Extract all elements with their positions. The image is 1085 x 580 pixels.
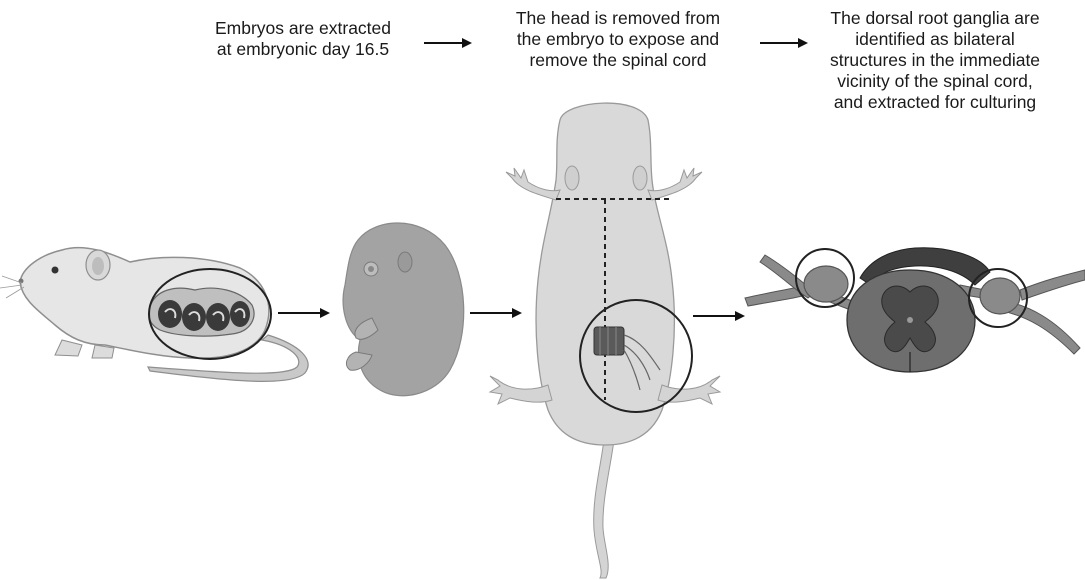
pup-icon [490, 103, 720, 578]
spinal-cord-section-icon [745, 248, 1085, 372]
pregnant-mouse-icon [0, 248, 308, 382]
embryo-icon [343, 223, 464, 396]
